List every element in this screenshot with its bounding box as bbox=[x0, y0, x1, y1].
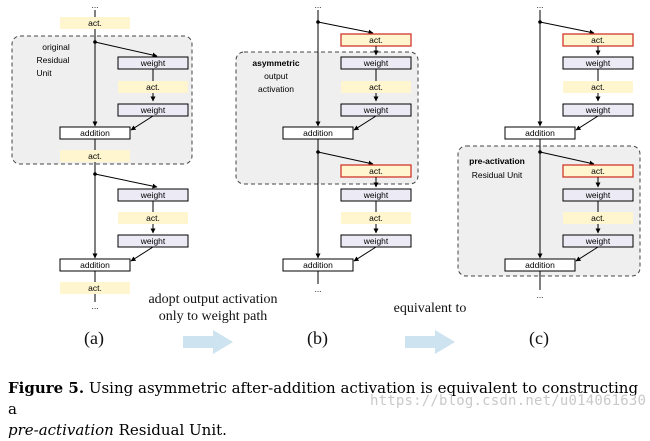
addition-label-b1: addition bbox=[303, 128, 333, 138]
act-label-b-red2: act. bbox=[369, 166, 383, 176]
act-box-a2 bbox=[118, 212, 188, 224]
arrow-ab-text-1: adopt output activation bbox=[148, 292, 278, 307]
weight-label-a4: weight bbox=[140, 236, 166, 246]
caption-italic: pre-activation bbox=[8, 421, 114, 439]
act-box-c1 bbox=[563, 81, 633, 93]
panel-b-group-label-2: output bbox=[264, 71, 288, 81]
panel-b-group-label-3: activation bbox=[258, 84, 294, 94]
act-box-a1 bbox=[118, 81, 188, 93]
panel-b: asymmetric output activation ... act. we… bbox=[235, 0, 419, 294]
act-box-a-bottom bbox=[60, 282, 130, 294]
addition-label-b2: addition bbox=[303, 260, 333, 270]
weight-label-a1: weight bbox=[140, 58, 166, 68]
panel-a: original Residual Unit ... act. weight a… bbox=[11, 0, 193, 311]
weight-label-c4: weight bbox=[585, 236, 611, 246]
act-label-c2: act. bbox=[591, 213, 605, 223]
act-label-a1: act. bbox=[146, 82, 160, 92]
ellipsis-bottom-b: ... bbox=[314, 284, 321, 294]
ellipsis-top-a: ... bbox=[91, 0, 98, 10]
addition-box-b2 bbox=[282, 258, 354, 272]
weight-label-c1: weight bbox=[585, 58, 611, 68]
weight-label-a3: weight bbox=[140, 190, 166, 200]
weight-label-b3: weight bbox=[363, 190, 389, 200]
sub-label-a: (a) bbox=[84, 328, 104, 348]
ellipsis-bottom-a: ... bbox=[91, 301, 98, 311]
figure-caption: Figure 5. Using asymmetric after-additio… bbox=[8, 378, 648, 441]
addition-box-b1 bbox=[282, 126, 354, 140]
weight-label-b4: weight bbox=[363, 236, 389, 246]
act-label-b2: act. bbox=[369, 213, 383, 223]
watermark: https://blog.csdn.net/u014061630 bbox=[370, 393, 647, 409]
act-box-b2 bbox=[341, 212, 411, 224]
transition-arrow-bc bbox=[405, 330, 455, 354]
act-label-a-top: act. bbox=[88, 18, 102, 28]
panel-a-group-label-3: Unit bbox=[36, 68, 52, 78]
addition-box-c2 bbox=[504, 258, 576, 272]
caption-text-1: Using asymmetric after-addition activati… bbox=[8, 379, 639, 418]
act-box-a-top bbox=[60, 17, 130, 29]
act-label-a-mid: act. bbox=[88, 151, 102, 161]
act-box-a-mid bbox=[60, 150, 130, 162]
panel-c: pre-activation Residual Unit ... act. we… bbox=[457, 0, 641, 300]
addition-label-a1: addition bbox=[80, 128, 110, 138]
addition-label-a2: addition bbox=[80, 260, 110, 270]
panel-a-group-label-2: Residual bbox=[36, 55, 69, 65]
act-label-a-bottom: act. bbox=[88, 283, 102, 293]
addition-box-a1 bbox=[59, 126, 131, 140]
transition-arrow-ab bbox=[183, 330, 233, 354]
weight-label-b2: weight bbox=[363, 105, 389, 115]
addition-box-c1 bbox=[504, 126, 576, 140]
sub-label-c: (c) bbox=[529, 328, 549, 348]
figure-label: Figure 5. bbox=[8, 379, 85, 397]
ellipsis-top-c: ... bbox=[536, 0, 543, 10]
act-label-c-red1: act. bbox=[591, 35, 605, 45]
weight-label-c3: weight bbox=[585, 190, 611, 200]
act-label-b1: act. bbox=[369, 82, 383, 92]
weight-label-a2: weight bbox=[140, 105, 166, 115]
addition-box-a2 bbox=[59, 258, 131, 272]
ellipsis-top-b: ... bbox=[314, 0, 321, 10]
panel-c-group-label-2: Residual Unit bbox=[472, 170, 523, 180]
addition-label-c2: addition bbox=[525, 260, 555, 270]
panel-b-group-label-1: asymmetric bbox=[252, 58, 300, 68]
caption-text-2: Residual Unit. bbox=[113, 421, 227, 439]
weight-label-c2: weight bbox=[585, 105, 611, 115]
act-box-b1 bbox=[341, 81, 411, 93]
panel-a-group-label-1: original bbox=[42, 42, 70, 52]
sub-label-b: (b) bbox=[307, 328, 328, 348]
panel-c-group-label-1: pre-activation bbox=[469, 156, 525, 166]
act-label-b-red1: act. bbox=[369, 35, 383, 45]
residual-unit-diagram: original Residual Unit ... act. weight a… bbox=[11, 0, 641, 354]
act-label-a2: act. bbox=[146, 213, 160, 223]
ellipsis-bottom-c: ... bbox=[536, 290, 543, 300]
act-label-c1: act. bbox=[591, 82, 605, 92]
arrow-ab-text-2: only to weight path bbox=[158, 309, 268, 324]
act-box-c2 bbox=[563, 212, 633, 224]
weight-label-b1: weight bbox=[363, 58, 389, 68]
act-label-c-red2: act. bbox=[591, 166, 605, 176]
addition-label-c1: addition bbox=[525, 128, 555, 138]
arrow-bc-text: equivalent to bbox=[393, 301, 467, 316]
